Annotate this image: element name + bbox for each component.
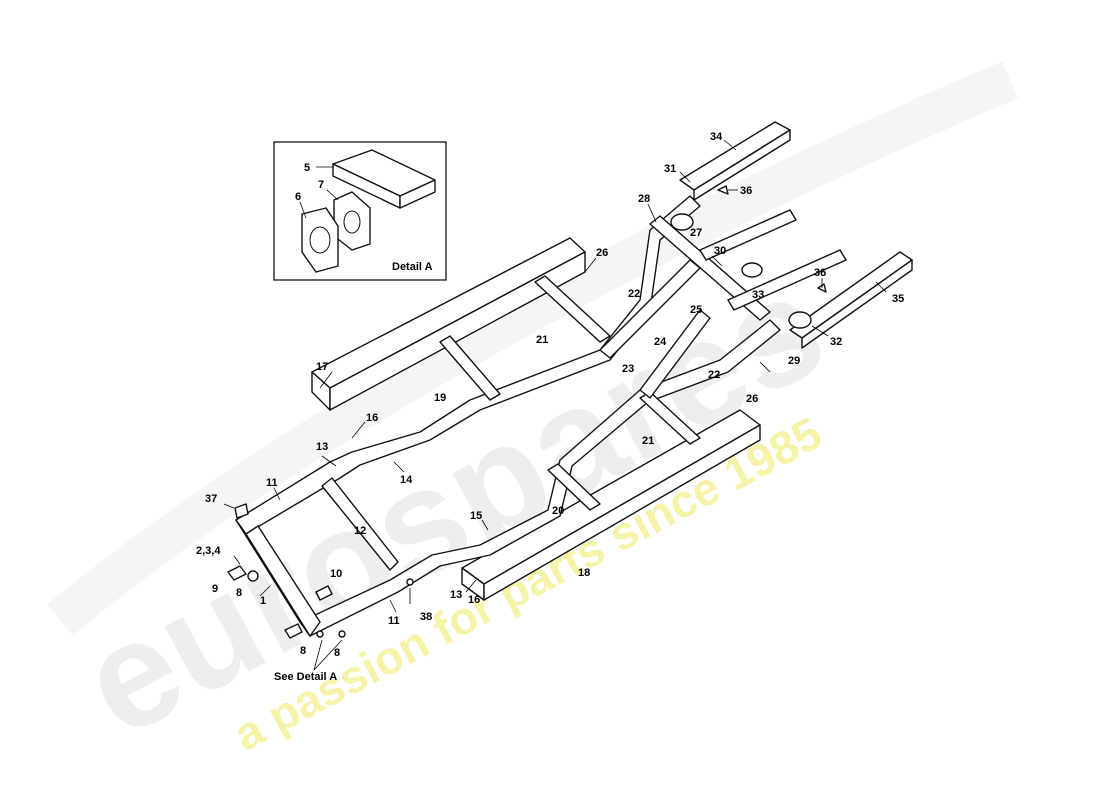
callout-19: 19 [434, 392, 446, 404]
callout-13a: 13 [316, 441, 328, 453]
detail-a-title: Detail A [392, 261, 433, 273]
leader-lines [223, 139, 887, 671]
callout-18: 18 [578, 567, 590, 579]
callout-33: 33 [752, 289, 764, 301]
detail-label-7: 7 [318, 179, 324, 191]
callout-16b: 16 [468, 594, 480, 606]
callout-26a: 26 [596, 247, 608, 259]
see-detail-a-label: See Detail A [274, 671, 337, 683]
callout-11b: 11 [388, 615, 400, 627]
callout-21b: 21 [642, 435, 654, 447]
callout-24: 24 [654, 336, 667, 348]
callout-16a: 16 [366, 412, 378, 424]
callout-9: 9 [212, 583, 218, 595]
callout-35: 35 [892, 293, 904, 305]
callout-8a: 8 [236, 587, 242, 599]
callout-1: 1 [260, 595, 266, 607]
callout-8b: 8 [300, 645, 306, 657]
callout-17: 17 [316, 361, 328, 373]
callout-12: 12 [354, 525, 366, 537]
callout-8c: 8 [334, 647, 340, 659]
callout-23: 23 [622, 363, 634, 375]
detail-label-6: 6 [295, 191, 301, 203]
callout-34: 34 [710, 131, 723, 143]
detail-label-5: 5 [304, 162, 310, 174]
callout-14: 14 [400, 474, 413, 486]
callout-10: 10 [330, 568, 342, 580]
callout-37: 37 [205, 493, 217, 505]
chassis-frame [227, 121, 913, 639]
watermark: eurospares a passion for parts since 198… [47, 61, 1018, 768]
callout-21a: 21 [536, 334, 548, 346]
callout-26b: 26 [746, 393, 758, 405]
callout-20: 20 [552, 505, 564, 517]
callout-36a: 36 [740, 185, 752, 197]
callout-2-3-4: 2,3,4 [196, 545, 221, 557]
callouts: 34 31 36 28 26 27 30 36 33 35 22 25 32 2… [196, 131, 904, 683]
callout-28: 28 [638, 193, 650, 205]
callout-27: 27 [690, 227, 702, 239]
callout-11a: 11 [266, 477, 278, 489]
callout-29: 29 [788, 355, 800, 367]
callout-13b: 13 [450, 589, 462, 601]
callout-32: 32 [830, 336, 842, 348]
callout-25: 25 [690, 304, 702, 316]
callout-22a: 22 [628, 288, 640, 300]
callout-30: 30 [714, 245, 726, 257]
callout-22b: 22 [708, 369, 720, 381]
callout-31: 31 [664, 163, 676, 175]
callout-15: 15 [470, 510, 482, 522]
detail-a-box: 5 7 6 Detail A [273, 141, 447, 281]
callout-36b: 36 [814, 267, 826, 279]
callout-38: 38 [420, 611, 432, 623]
